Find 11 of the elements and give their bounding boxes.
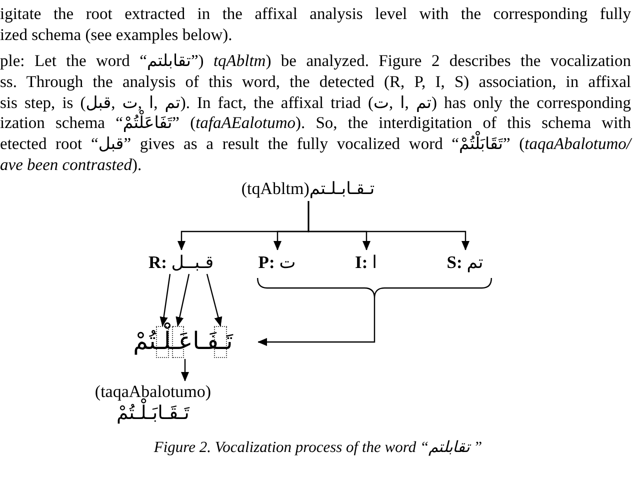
- arrow: [308, 201, 470, 250]
- body-text: ized schema (see examples below).: [0, 24, 232, 45]
- arrow: [258, 298, 376, 346]
- arrow: [160, 274, 171, 326]
- arrow: [181, 359, 189, 382]
- body-text: igitate the root extracted in the affixal analysis level with the corresponding fully: [0, 3, 631, 24]
- arrow: [206, 274, 222, 326]
- arrow: [176, 274, 190, 326]
- body-text: ss. Through the analysis of this word, the detected (R, P, I, S) association, in affixal: [0, 71, 631, 92]
- curly-brace: [257, 278, 492, 298]
- body-text: ave been contrasted).: [0, 154, 142, 175]
